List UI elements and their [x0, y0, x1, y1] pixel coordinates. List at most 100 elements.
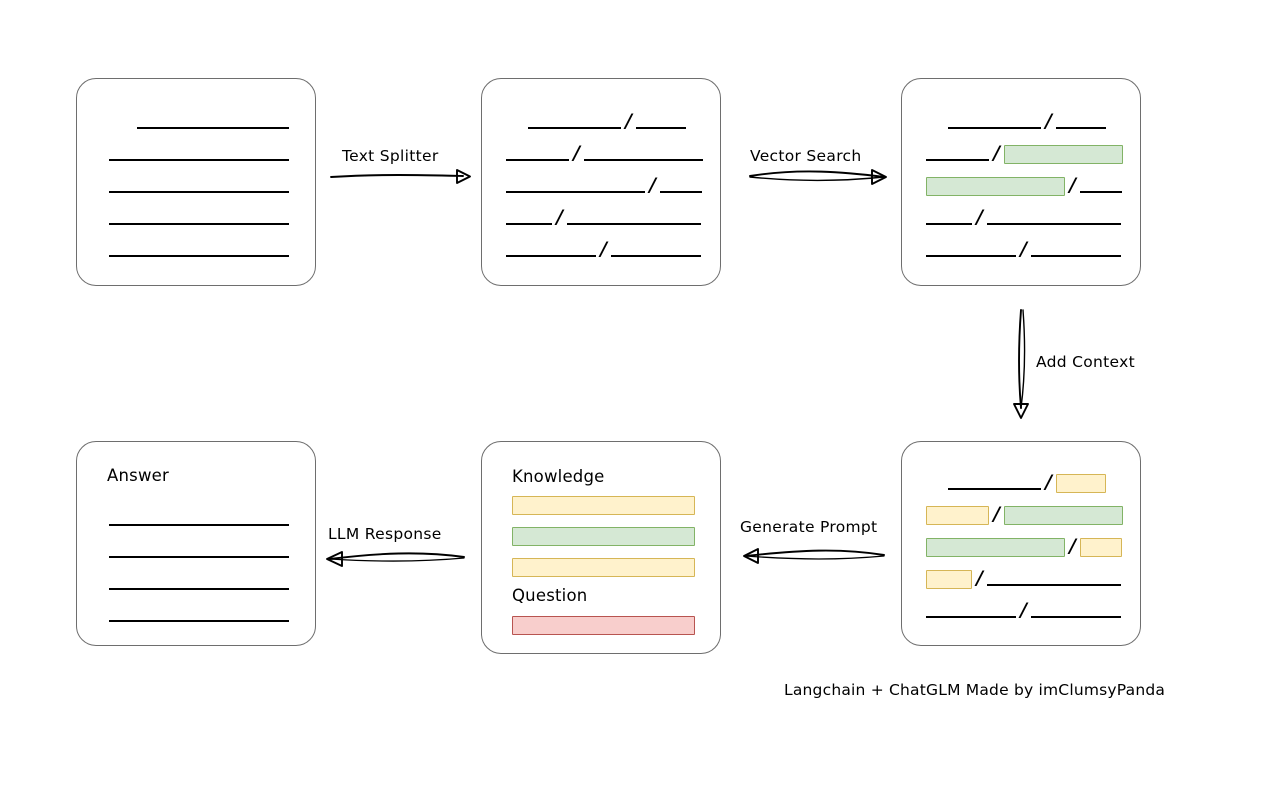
doc-line-row — [77, 207, 315, 229]
doc-line-row: / — [902, 504, 1140, 526]
doc-line-row — [77, 175, 315, 197]
separator-slash: / — [976, 205, 983, 228]
highlight-chip-yellow — [1055, 473, 1106, 493]
text-line-segment — [926, 616, 1016, 618]
separator-slash: / — [649, 173, 656, 196]
highlight-chip-yellow — [926, 569, 972, 589]
separator-slash: / — [1020, 598, 1027, 621]
doc-line-row: / — [482, 111, 720, 133]
knowledge-bar-yellow — [512, 496, 695, 515]
doc-line-row: / — [902, 111, 1140, 133]
text-line-segment — [1030, 255, 1121, 257]
text-line-segment — [926, 159, 989, 161]
separator-slash: / — [993, 502, 1000, 525]
separator-slash: / — [1045, 470, 1052, 493]
doc-line-row: / — [902, 536, 1140, 558]
arrow-vector-search — [749, 169, 887, 185]
doc-line-row: / — [902, 568, 1140, 590]
text-line-segment — [986, 584, 1121, 586]
text-line-segment — [137, 127, 289, 129]
node-split-document[interactable]: / / / / / — [481, 78, 721, 286]
doc-line-row: / — [482, 175, 720, 197]
separator-slash: / — [976, 566, 983, 589]
text-line-segment — [109, 255, 289, 257]
node-prompt[interactable]: Knowledge Question — [481, 441, 721, 654]
text-line-segment — [506, 223, 552, 225]
answer-lines — [77, 442, 315, 645]
text-line-segment — [986, 223, 1121, 225]
text-line-segment — [506, 159, 569, 161]
doc-line-row: / — [902, 239, 1140, 261]
edge-label-add-context: Add Context — [1036, 353, 1135, 371]
highlight-chip-green — [926, 176, 1065, 196]
text-line-segment — [109, 159, 289, 161]
node-source-document[interactable] — [76, 78, 316, 286]
text-line-segment — [1055, 127, 1106, 129]
edge-label-vector-search: Vector Search — [750, 147, 862, 165]
text-line-segment — [583, 159, 703, 161]
separator-slash: / — [1045, 109, 1052, 132]
doc-line-row — [77, 540, 315, 562]
knowledge-label: Knowledge — [512, 467, 605, 486]
highlight-chip-green — [926, 537, 1065, 557]
separator-slash: / — [993, 141, 1000, 164]
doc-line-row — [77, 604, 315, 626]
split-document-lines: / / / / / — [482, 79, 720, 285]
text-line-segment — [528, 127, 621, 129]
separator-slash: / — [573, 141, 580, 164]
text-line-segment — [948, 488, 1041, 490]
doc-line-row: / — [902, 472, 1140, 494]
text-line-segment — [506, 255, 596, 257]
doc-line-row — [77, 143, 315, 165]
doc-line-row — [77, 239, 315, 261]
node-answer[interactable]: Answer — [76, 441, 316, 646]
doc-line-row: / — [902, 175, 1140, 197]
arrow-llm-response — [326, 551, 465, 567]
text-line-segment — [109, 524, 289, 526]
doc-line-row: / — [482, 207, 720, 229]
question-bar-red — [512, 616, 695, 635]
separator-slash: / — [1069, 173, 1076, 196]
text-line-segment — [109, 588, 289, 590]
text-line-segment — [109, 620, 289, 622]
doc-line-row: / — [482, 143, 720, 165]
knowledge-bar-green — [512, 527, 695, 546]
vector-matched-lines: / / / / / — [902, 79, 1140, 285]
text-line-segment — [506, 191, 645, 193]
text-line-segment — [948, 127, 1041, 129]
doc-line-row: / — [902, 143, 1140, 165]
separator-slash: / — [1020, 237, 1027, 260]
separator-slash: / — [625, 109, 632, 132]
separator-slash: / — [556, 205, 563, 228]
highlight-chip-green — [1003, 505, 1123, 525]
highlight-chip-green — [1003, 144, 1123, 164]
text-line-segment — [659, 191, 702, 193]
doc-line-row: / — [482, 239, 720, 261]
text-line-segment — [109, 223, 289, 225]
arrow-add-context — [1013, 309, 1029, 419]
highlight-chip-yellow — [926, 505, 989, 525]
footer-caption: Langchain + ChatGLM Made by imClumsyPand… — [784, 681, 1166, 699]
doc-line-row: / — [902, 600, 1140, 622]
text-line-segment — [610, 255, 701, 257]
doc-line-row — [77, 111, 315, 133]
context-document-lines: / / / / / — [902, 442, 1140, 645]
arrow-text-splitter — [330, 169, 471, 184]
text-line-segment — [1079, 191, 1122, 193]
node-context-document[interactable]: / / / / / — [901, 441, 1141, 646]
text-line-segment — [635, 127, 686, 129]
highlight-chip-yellow — [1079, 537, 1122, 557]
text-line-segment — [926, 255, 1016, 257]
separator-slash: / — [600, 237, 607, 260]
question-label: Question — [512, 586, 588, 605]
text-line-segment — [1030, 616, 1121, 618]
text-line-segment — [109, 556, 289, 558]
node-vector-search-result[interactable]: / / / / / — [901, 78, 1141, 286]
text-line-segment — [109, 191, 289, 193]
edge-label-generate-prompt: Generate Prompt — [740, 518, 878, 536]
edge-label-llm-response: LLM Response — [328, 525, 442, 543]
source-document-lines — [77, 79, 315, 285]
separator-slash: / — [1069, 534, 1076, 557]
doc-line-row: / — [902, 207, 1140, 229]
